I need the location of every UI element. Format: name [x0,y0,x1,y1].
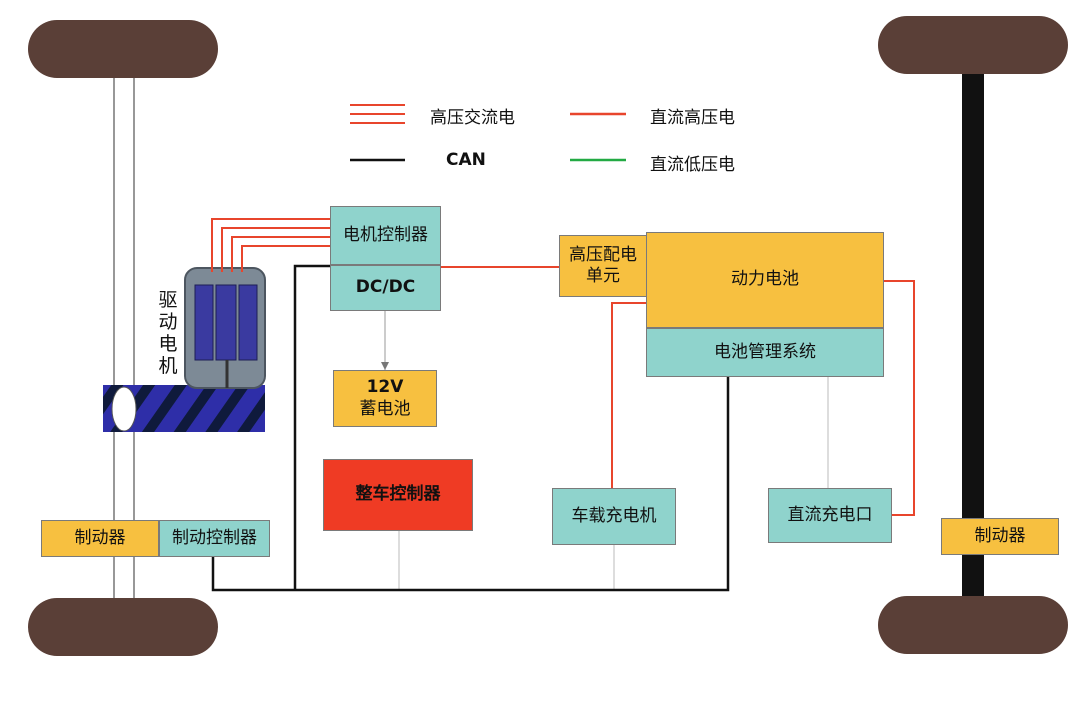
hv-distribution-label-line1: 高压配电 [569,244,637,265]
hv-ac-line-4 [241,245,330,272]
dc-charge-port-box: 直流充电口 [768,488,892,543]
motor-controller-box: 电机控制器 [330,206,441,265]
can-bus-main [211,377,730,592]
onboard-charger-box: 车载充电机 [552,488,676,545]
hv-ac-line-2 [221,227,330,272]
right-axle [962,74,984,596]
drive-motor-coil-2 [215,284,237,361]
legend-dc-hv-label: 直流高压电 [650,108,735,128]
legend-can-label: CAN [446,150,486,170]
legend-dc-lv-label: 直流低压电 [650,155,735,175]
legend-hv-ac-label: 高压交流电 [430,108,515,128]
bms-box: 电池管理系统 [646,328,884,377]
hv-distribution-label-line2: 单元 [586,266,620,286]
hv-ac-line-3 [231,236,330,272]
shaft-end-cap [111,386,137,432]
brake-left-box: 制动器 [41,520,159,557]
battery-12v-label-line1: 12V [366,377,404,398]
can-bus-motor-controller [293,264,330,590]
dcdc-box: DC/DC [330,265,441,311]
wheel-front-left [28,20,218,78]
vehicle-controller-box: 整车控制器 [323,459,473,531]
brake-controller-box: 制动控制器 [159,520,270,557]
lv-arrowhead [381,362,389,370]
hv-distribution-box: 高压配电 单元 [559,235,647,297]
brake-right-box: 制动器 [941,518,1059,555]
wheel-rear-right [878,596,1068,654]
battery-12v-box: 12V 蓄电池 [333,370,437,427]
wheel-front-right [878,16,1068,74]
drive-motor-coil-1 [194,284,214,361]
wheel-rear-left [28,598,218,656]
dc-hv-charge-port [883,280,915,516]
dc-hv-obc [611,302,646,488]
power-battery-box: 动力电池 [646,232,884,328]
drive-motor-coil-3 [238,284,258,361]
drive-motor-label: 驱动电机 [158,289,178,377]
battery-12v-label-line2: 蓄电池 [359,398,411,419]
hv-ac-line-1 [211,218,330,272]
